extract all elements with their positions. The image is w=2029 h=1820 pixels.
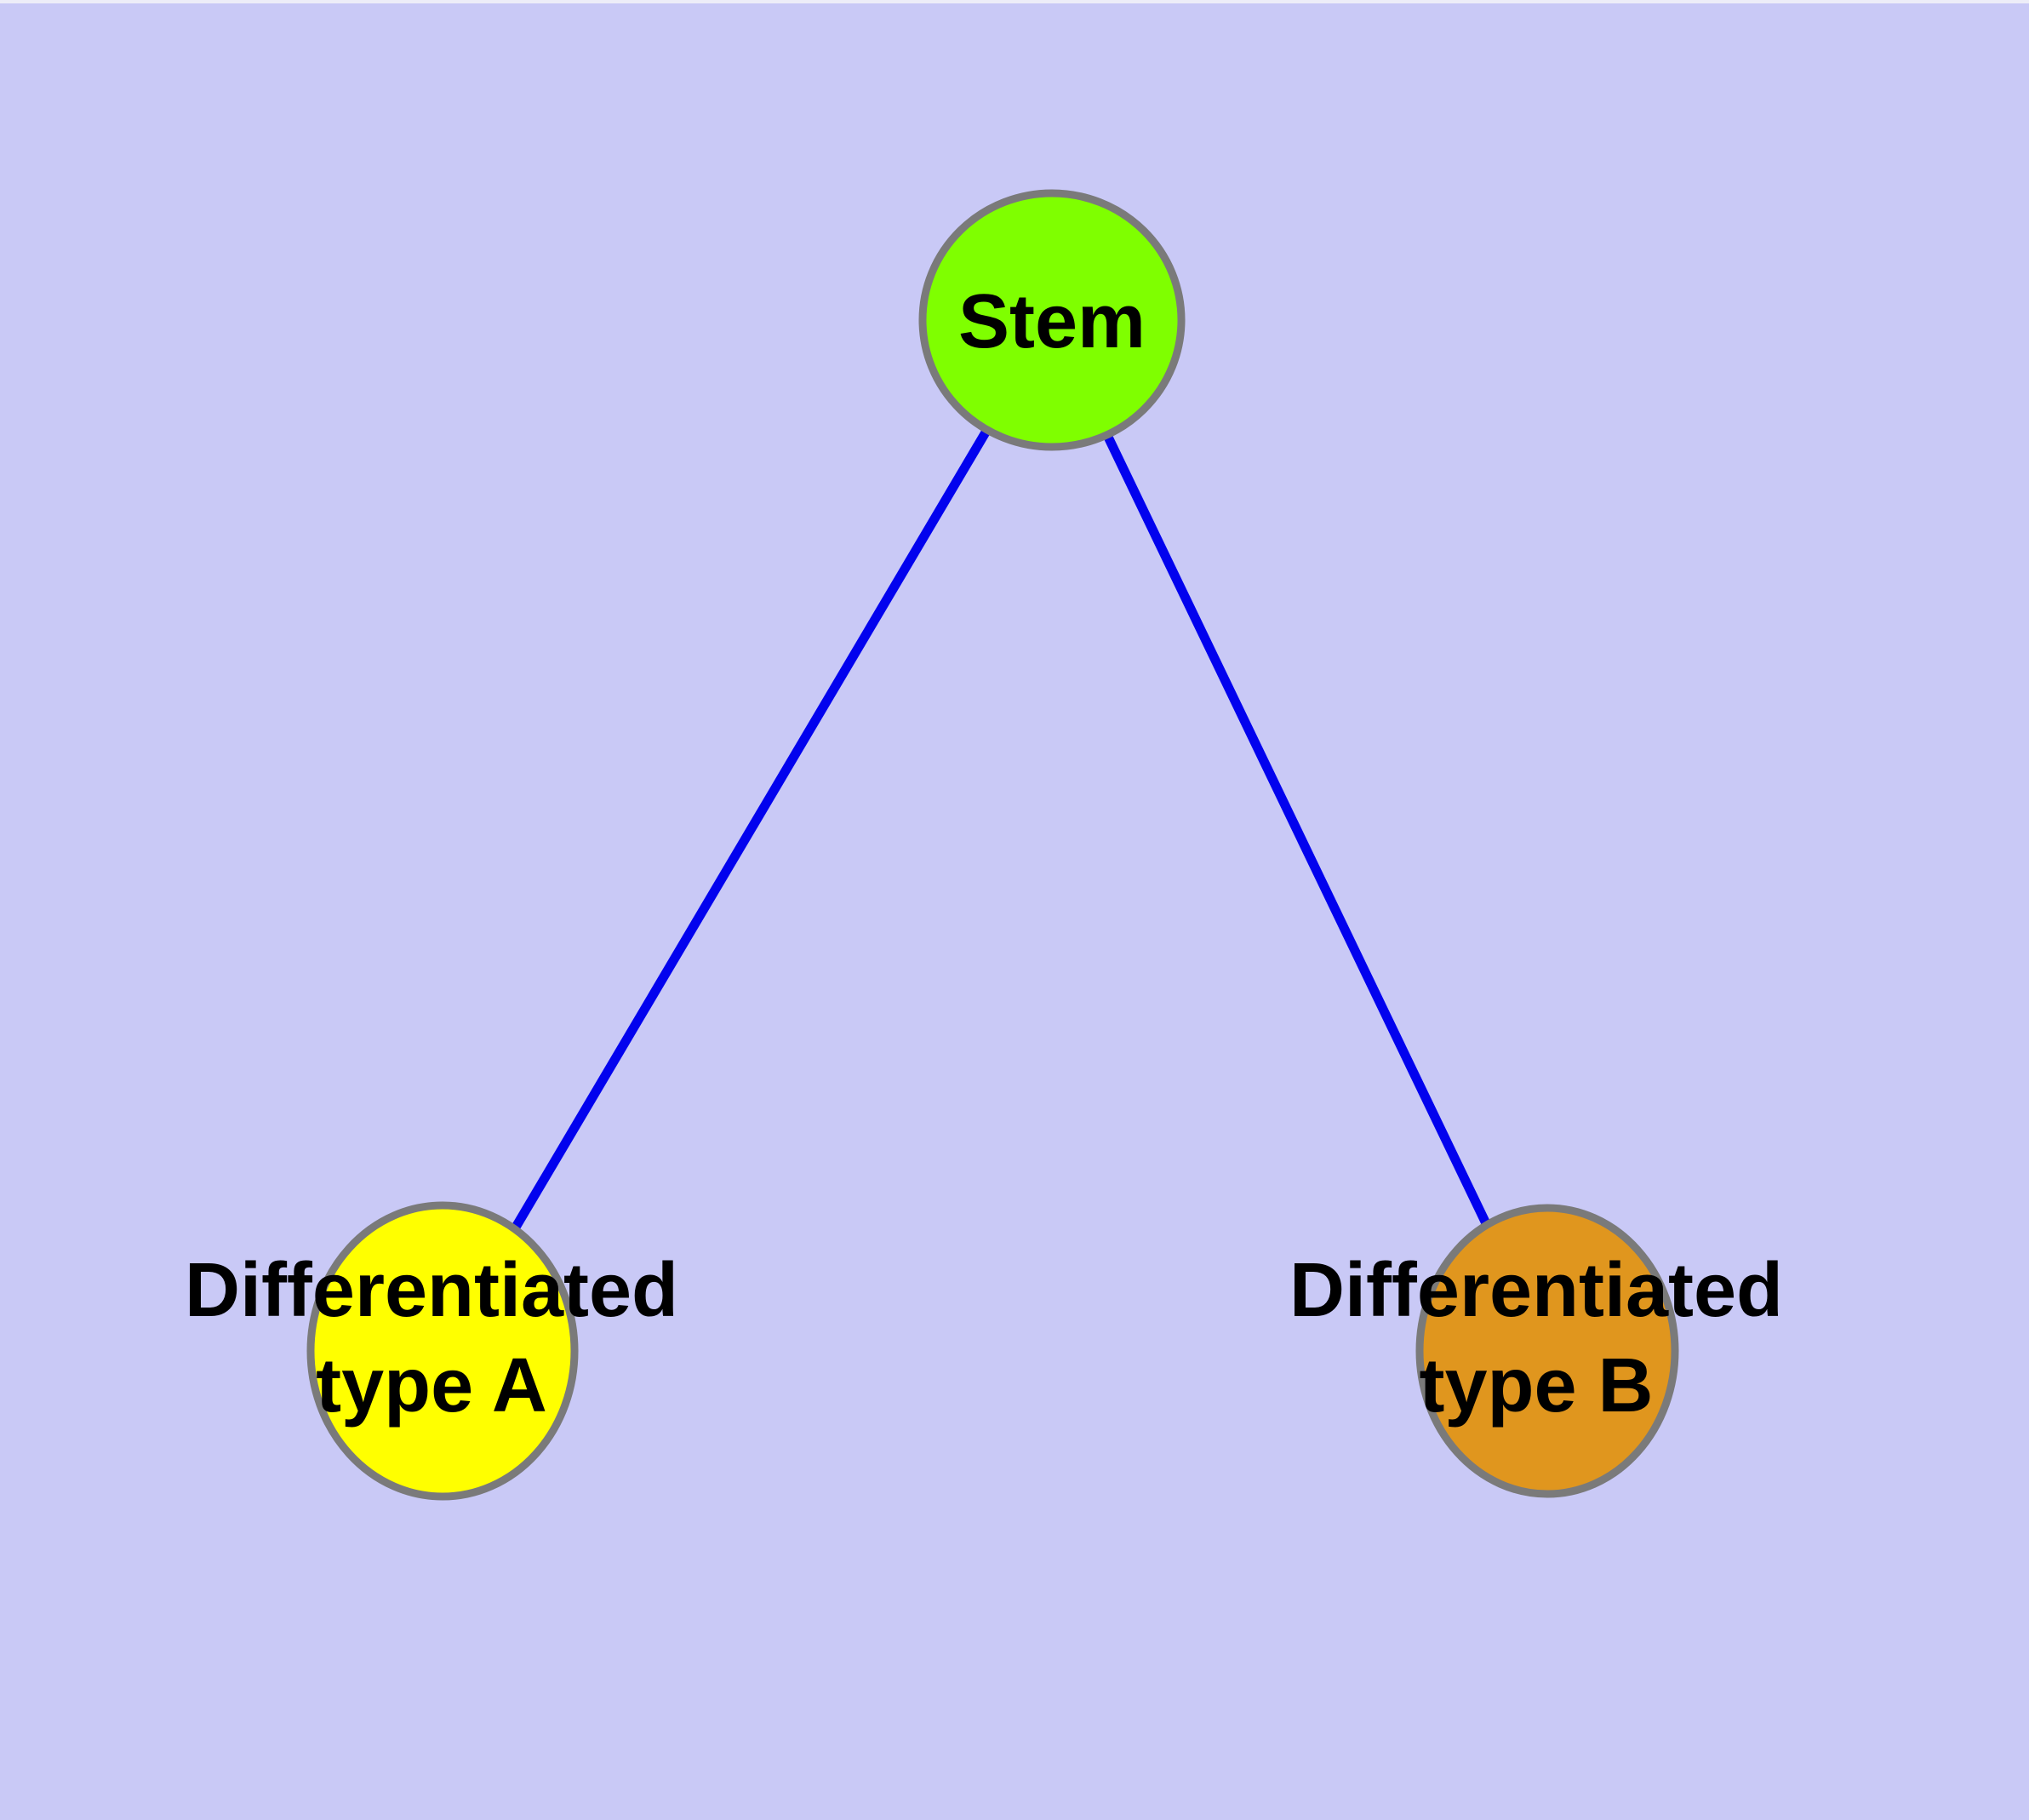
- node-label-differentiated-type-a-line-2: type A: [316, 1343, 547, 1428]
- canvas-top-edge: [0, 0, 2029, 3]
- node-stem: [918, 189, 1186, 451]
- node-label-stem-line-1: Stem: [958, 279, 1146, 364]
- node-differentiated-type-b: [1415, 1204, 1679, 1498]
- node-label-differentiated-type-a-line-1: Differentiated: [185, 1248, 678, 1333]
- edge-stem-to-differentiated-type-a: [438, 318, 1056, 1354]
- node-label-differentiated-type-b-line-1: Differentiated: [1289, 1248, 1783, 1333]
- node-label-differentiated-type-b-line-2: type B: [1419, 1343, 1653, 1428]
- node-differentiated-type-a: [306, 1201, 579, 1501]
- edge-stem-to-differentiated-type-b: [1048, 318, 1552, 1354]
- node-layer: [306, 189, 1679, 1501]
- edge-layer: [438, 318, 1552, 1354]
